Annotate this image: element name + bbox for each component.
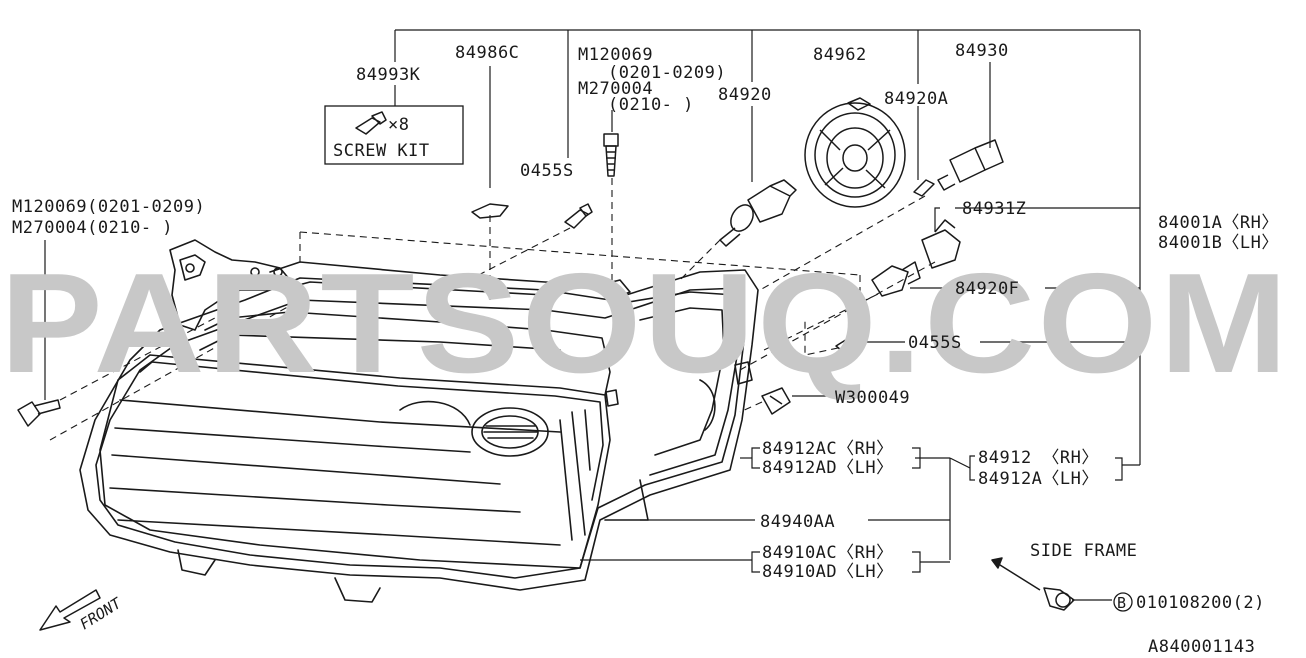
side-frame-label: SIDE FRAME (1030, 541, 1137, 561)
label-m120069-top[interactable]: M120069 (578, 45, 653, 65)
label-m270004-left[interactable]: M270004(0210- ) (12, 218, 173, 238)
label-84912ac[interactable]: 84912AC〈RH〉 (762, 439, 894, 459)
label-84920a[interactable]: 84920A (884, 89, 948, 109)
label-84910ac[interactable]: 84910AC〈RH〉 (762, 543, 894, 563)
screw-kit-icon (355, 111, 387, 135)
bolt-0455s-top-icon (564, 203, 593, 229)
label-84986c[interactable]: 84986C (455, 43, 519, 63)
label-m270004-top[interactable]: M270004 (578, 79, 653, 99)
front-label: FRONT (77, 594, 126, 634)
front-arrow-icon (39, 589, 101, 631)
label-84001a[interactable]: 84001A〈RH〉 (1158, 213, 1279, 233)
label-84920[interactable]: 84920 (718, 85, 772, 105)
screw-kit-qty: ×8 (388, 115, 409, 135)
label-m270004-top-range: (0210- ) (608, 95, 694, 115)
socket-84931z-icon (921, 219, 961, 269)
bolt-side-frame-icon (1043, 587, 1075, 611)
nut-w300049-icon (761, 387, 791, 415)
bulb-84920a-icon (913, 179, 935, 197)
leader-lines (44, 29, 1141, 601)
label-84993k[interactable]: 84993K (356, 65, 421, 85)
label-0455s-top[interactable]: 0455S (520, 161, 574, 181)
label-010108200[interactable]: 010108200(2) (1136, 593, 1265, 613)
socket-84930-icon (937, 139, 1004, 191)
bolt-marker-letter: B (1117, 594, 1126, 612)
label-m120069-top-range: (0201-0209) (608, 63, 726, 83)
label-m120069-left[interactable]: M120069(0201-0209) (12, 197, 205, 217)
screw-kit-title: SCREW KIT (333, 141, 430, 161)
label-84930[interactable]: 84930 (955, 41, 1009, 61)
screw-kit-box (324, 105, 464, 165)
label-84912ad[interactable]: 84912AD〈LH〉 (762, 458, 894, 478)
clip-84986c-icon (471, 203, 509, 219)
side-frame-arrowhead-icon (991, 557, 1003, 569)
bolt-m120069-left-icon (17, 399, 61, 427)
label-84931z[interactable]: 84931Z (962, 199, 1026, 219)
watermark-text: PARTSOUQ.COM (0, 244, 1290, 403)
label-84912[interactable]: 84912 〈RH〉 (978, 448, 1099, 468)
label-84962[interactable]: 84962 (813, 45, 867, 65)
cover-84962-icon (804, 97, 906, 208)
label-84920f[interactable]: 84920F (955, 279, 1019, 299)
small-parts (17, 97, 1075, 631)
label-0455s-right[interactable]: 0455S (908, 333, 962, 353)
bulb-84920-icon (719, 179, 797, 247)
diagram-code: A840001143 (1148, 637, 1255, 653)
label-84910ad[interactable]: 84910AD〈LH〉 (762, 562, 894, 582)
label-84001b[interactable]: 84001B〈LH〉 (1158, 233, 1279, 253)
bolt-marker-circle (1113, 592, 1133, 612)
screw-m120069-top-icon (603, 133, 619, 177)
label-84912a[interactable]: 84912A〈LH〉 (978, 469, 1099, 489)
assembly-guide-lines (49, 178, 936, 441)
label-w300049[interactable]: W300049 (835, 388, 910, 408)
label-84940aa[interactable]: 84940AA (760, 512, 835, 532)
bulb-84920f-icon (871, 261, 921, 297)
headlamp-assembly-drawing (79, 239, 759, 603)
